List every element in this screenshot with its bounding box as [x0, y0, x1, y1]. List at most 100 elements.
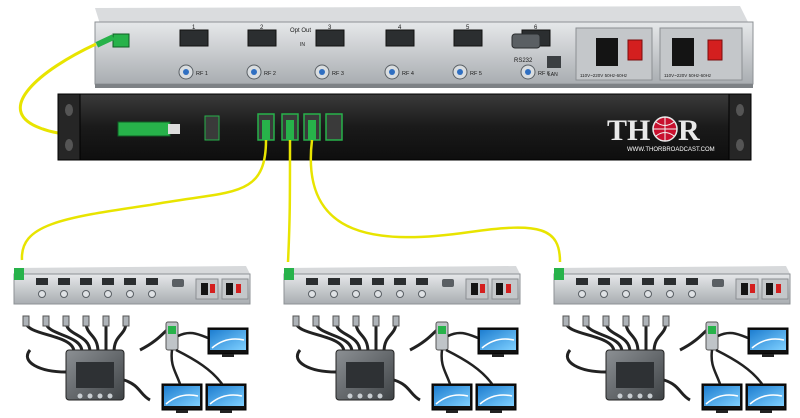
optical-out-port-3 — [315, 29, 345, 47]
signal-splitter-label — [168, 326, 176, 334]
top-unit-header-text: Opt Out — [290, 28, 311, 34]
multiswitch-port — [97, 393, 103, 399]
receiver-rf-connector — [644, 290, 652, 298]
multiswitch-port — [347, 393, 353, 399]
coax-f-connector — [102, 315, 110, 327]
receiver-rf-connector — [148, 290, 156, 298]
coax-cable — [566, 349, 607, 374]
fiber-to-middle-receiver — [286, 139, 292, 263]
receiver-rf-connector — [330, 290, 338, 298]
coax-f-connector — [372, 315, 380, 327]
receiver-power-inlet — [766, 283, 773, 295]
tv-stand — [220, 410, 232, 413]
receiver-slot — [328, 278, 340, 285]
receiver-serial-port — [172, 279, 184, 287]
coax-cable — [445, 348, 494, 385]
receiver-rf-connector — [60, 290, 68, 298]
power-module-2: 110V~220V 50Hz-60Hz — [659, 27, 743, 81]
thor-logo-right: R — [678, 114, 700, 147]
tv-stand — [490, 410, 502, 413]
coax-f-connector — [622, 315, 630, 327]
optical-out-port-2 — [247, 29, 277, 47]
coax-cable — [177, 331, 209, 340]
receiver-power-switch — [506, 284, 511, 293]
rf-connector-center — [457, 69, 463, 75]
power-rating-2: 110V~220V 50Hz-60Hz — [664, 73, 712, 78]
receiver-power-inlet — [201, 283, 208, 295]
rack-hole — [736, 139, 744, 151]
port-number-2: 2 — [260, 25, 264, 31]
coax-cable — [170, 349, 182, 385]
multiswitch-port — [377, 393, 383, 399]
coax-f-connector — [42, 315, 50, 327]
rf-label-1: RF 1 — [196, 71, 208, 77]
rack-hole — [65, 104, 73, 116]
multiswitch-face — [346, 362, 384, 388]
splitter-port-spare — [204, 115, 220, 141]
tv-screen-image — [209, 394, 243, 405]
optical-input-boot — [95, 34, 115, 48]
rf-label-2: RF 2 — [264, 71, 276, 77]
port-number-5: 5 — [466, 25, 470, 31]
receiver-rf-connector — [352, 290, 360, 298]
port-number-6: 6 — [534, 25, 538, 31]
receiver-power-module-2 — [491, 278, 519, 300]
rf-connector-center — [183, 69, 189, 75]
multiswitch-port — [87, 393, 93, 399]
multiswitch-port — [647, 393, 653, 399]
coax-f-connector — [292, 315, 300, 327]
tv-screen-image — [165, 394, 199, 405]
receiver-slot — [598, 278, 610, 285]
receiver-slot — [36, 278, 48, 285]
rack-ear-right — [728, 93, 752, 161]
coax-f-connector — [122, 315, 130, 327]
multiswitch-port — [627, 393, 633, 399]
splitter-output-connector-1 — [262, 120, 270, 140]
receiver-slot — [80, 278, 92, 285]
optical-out-port-1 — [179, 29, 209, 47]
rack-hole — [65, 139, 73, 151]
receiver-power-module-2 — [221, 278, 249, 300]
receiver-rf-connector — [308, 290, 316, 298]
receiver-power-switch — [750, 284, 755, 293]
tv-stand — [716, 410, 728, 413]
receiver-power-inlet — [471, 283, 478, 295]
tv-stand — [222, 354, 234, 357]
coax-cable — [447, 331, 479, 340]
power-rating-1: 110V~220V 50Hz-60Hz — [580, 73, 628, 78]
receiver-optical-input — [284, 268, 294, 280]
receiver-group-left — [13, 266, 251, 413]
receiver-serial-port — [442, 279, 454, 287]
receiver-slot — [576, 278, 588, 285]
coax-f-connector — [602, 315, 610, 327]
receiver-slot — [664, 278, 676, 285]
receiver-rf-connector — [666, 290, 674, 298]
coax-f-connector — [332, 315, 340, 327]
multiswitch-port — [357, 393, 363, 399]
tv-stand — [762, 354, 774, 357]
receiver-rf-connector — [126, 290, 134, 298]
receiver-slot — [102, 278, 114, 285]
splitter-output-ports — [257, 113, 343, 141]
coax-f-connector — [82, 315, 90, 327]
coax-f-connector — [642, 315, 650, 327]
multiswitch-face — [616, 362, 654, 388]
receiver-slot — [416, 278, 428, 285]
tv-screen-image — [705, 394, 739, 405]
receiver-power-switch — [210, 284, 215, 293]
coax-cable — [715, 348, 764, 385]
rs232-label: RS232 — [514, 58, 533, 64]
power-inlet-1 — [596, 38, 618, 66]
receiver-power-module-2 — [761, 278, 789, 300]
receiver-rf-connector — [38, 290, 46, 298]
multiswitch-port — [107, 393, 113, 399]
fiber-to-left-receiver — [20, 139, 268, 261]
receiver-slot — [394, 278, 406, 285]
coax-f-connector — [392, 315, 400, 327]
receiver-power-switch — [776, 284, 781, 293]
signal-splitter-label — [708, 326, 716, 334]
coax-f-connector — [312, 315, 320, 327]
coax-cable — [710, 349, 722, 385]
